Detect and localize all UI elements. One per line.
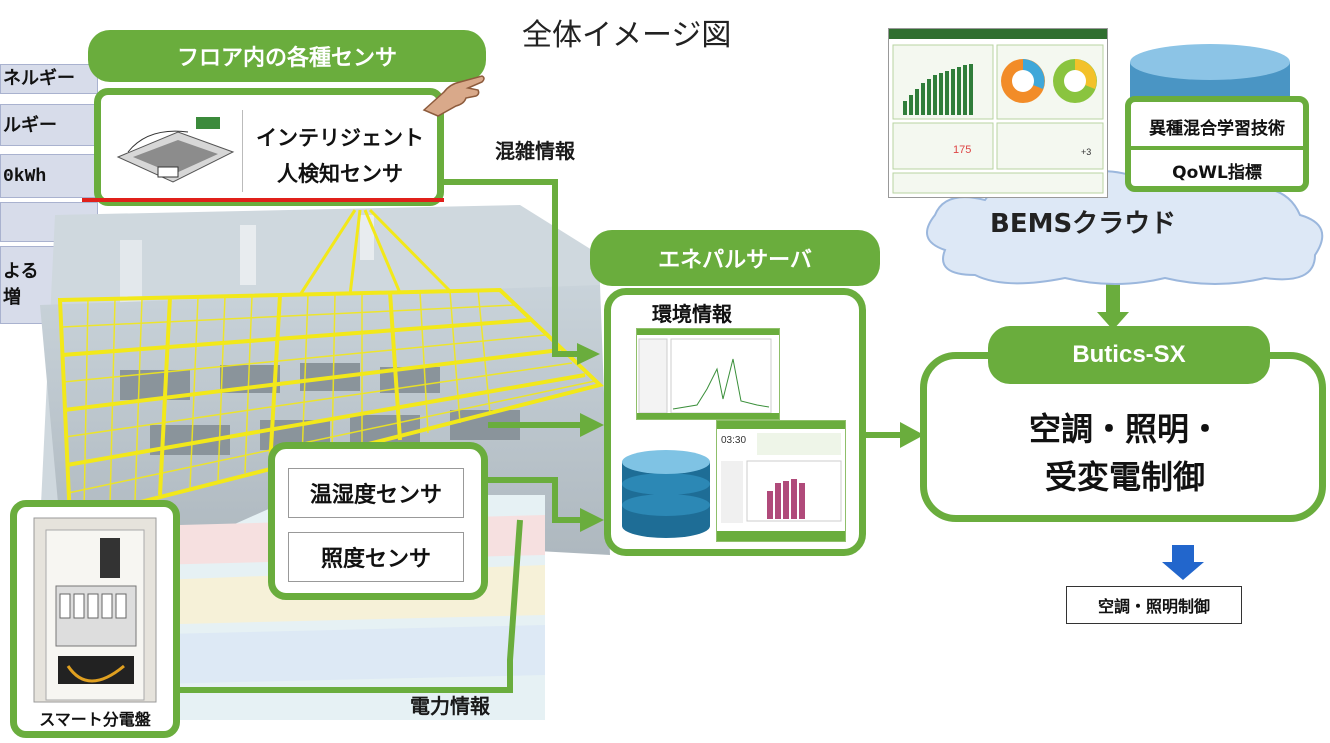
tech-divider xyxy=(1131,146,1303,150)
human-sensor-device-image xyxy=(108,112,238,192)
qowl-index-label: QoWL指標 xyxy=(1172,163,1262,183)
tech-box xyxy=(1125,96,1309,192)
left-stub-1: ネルギー xyxy=(0,64,98,94)
illuminance-sensor: 照度センサ xyxy=(288,532,464,582)
environment-screen-1 xyxy=(636,328,780,420)
bems-dashboard-screen: 175 +3 xyxy=(888,28,1108,198)
red-underline xyxy=(82,198,444,202)
diagram-title: 全体イメージ図 xyxy=(522,18,732,53)
temp-humidity-sensor: 温湿度センサ xyxy=(288,468,464,518)
smart-panel-label: スマート分電盤 xyxy=(39,710,151,729)
butics-body-line2: 受変電制御 xyxy=(1044,458,1205,496)
congestion-info-label: 混雑情報 xyxy=(495,139,575,163)
bems-stat-3: +3 xyxy=(1081,147,1091,157)
mini-time-readout: 03:30 xyxy=(721,435,746,446)
intelligent-sensor-label-line1: インテリジェント xyxy=(256,126,424,150)
enepal-server-header: エネパルサーバ xyxy=(590,230,880,286)
environment-info-label: 環境情報 xyxy=(652,302,732,326)
butics-body-line1: 空調・照明・ xyxy=(1028,410,1221,448)
environment-screen-2: 03:30 xyxy=(716,420,846,542)
database-icon xyxy=(622,450,710,538)
bems-stat-1: 175 xyxy=(953,144,971,156)
butics-header: Butics-SX xyxy=(988,326,1270,384)
power-info-label: 電力情報 xyxy=(410,694,490,718)
intelligent-sensor-label-line2: 人検知センサ xyxy=(277,162,403,186)
sensor-divider xyxy=(242,110,243,192)
left-stub-3: 0kWh xyxy=(0,154,98,198)
smart-panel-image xyxy=(33,517,157,703)
heterogeneous-learning-label: 異種混合学習技術 xyxy=(1149,119,1285,139)
floor-sensors-header: フロア内の各種センサ xyxy=(88,30,486,82)
bems-cloud-label: BEMSクラウド xyxy=(990,209,1177,239)
hvac-lighting-control-box: 空調・照明制御 xyxy=(1066,586,1242,624)
pointing-hand-icon xyxy=(422,75,485,117)
